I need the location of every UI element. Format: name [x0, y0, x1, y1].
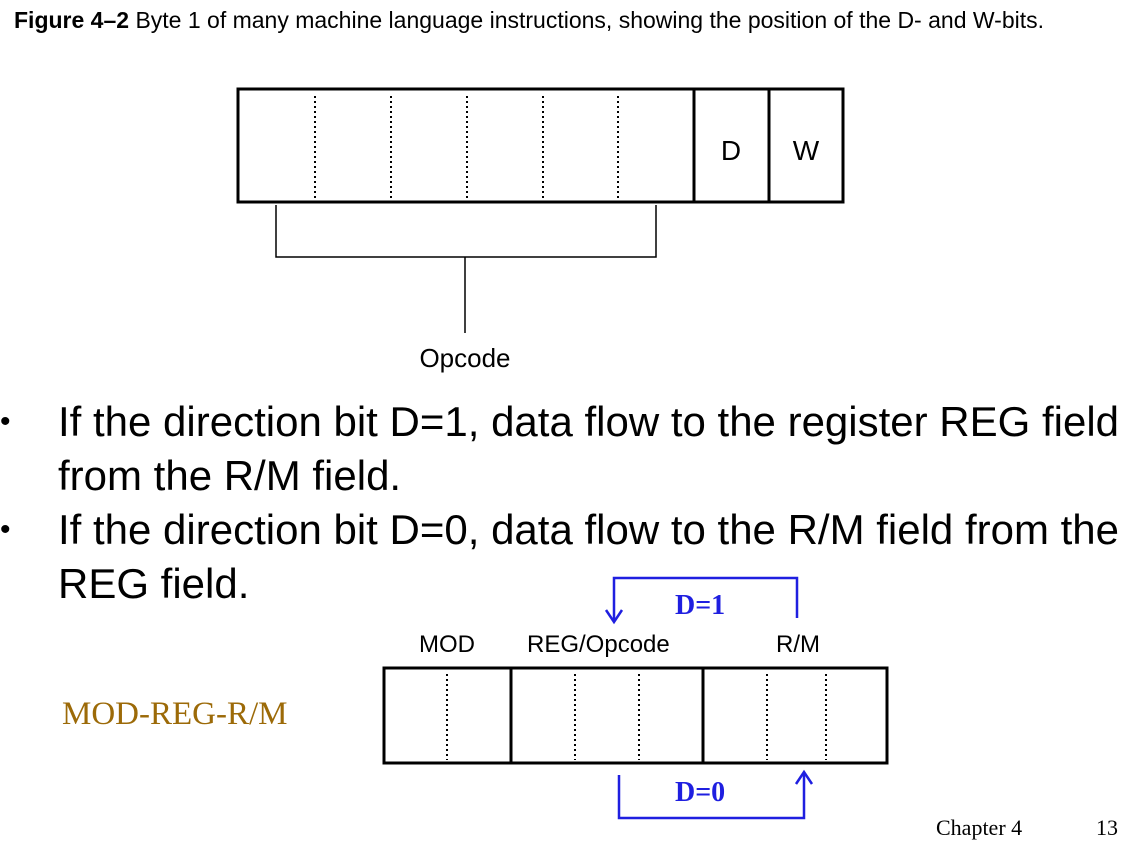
d0-flow-arrow [617, 769, 814, 820]
byte1-outline [236, 87, 845, 204]
page-number: 13 [1096, 815, 1118, 840]
bullet-dot-icon: • [0, 405, 11, 438]
w-bit-label: W [793, 135, 820, 166]
opcode-bracket [275, 205, 657, 258]
bullet-text: If the direction bit D=0, data flow to t… [58, 506, 1120, 607]
bullet-list: • If the direction bit D=1, data flow to… [0, 395, 1123, 611]
modregrm-register [382, 666, 889, 765]
bullet-dot-icon: • [0, 513, 11, 546]
bullet-text: If the direction bit D=1, data flow to t… [58, 398, 1120, 499]
rm-field-label: R/M [776, 631, 820, 658]
figure-label: Figure 4–2 [14, 7, 130, 33]
d-bit-label: D [721, 135, 741, 166]
d1-flow-arrow [604, 576, 799, 625]
modregrm-outline [382, 666, 889, 765]
opcode-label: Opcode [419, 343, 511, 373]
byte1-register [236, 87, 845, 333]
chapter-label: Chapter 4 [936, 815, 1023, 840]
figure-caption: Figure 4–2 Byte 1 of many machine langua… [14, 4, 1104, 36]
reg-field-label: REG/Opcode [527, 631, 670, 658]
bullet-item: • If the direction bit D=0, data flow to… [0, 503, 1123, 611]
figure-caption-text: Byte 1 of many machine language instruct… [135, 7, 1045, 33]
d0-label: D=0 [675, 777, 726, 808]
byte1-bit-separators [314, 96, 619, 200]
bullet-item: • If the direction bit D=1, data flow to… [0, 395, 1123, 503]
modregrm-bit-separators [446, 674, 827, 760]
modregrm-title: MOD-REG-R/M [62, 696, 288, 732]
mod-field-label: MOD [419, 631, 475, 658]
d1-label: D=1 [675, 590, 726, 621]
